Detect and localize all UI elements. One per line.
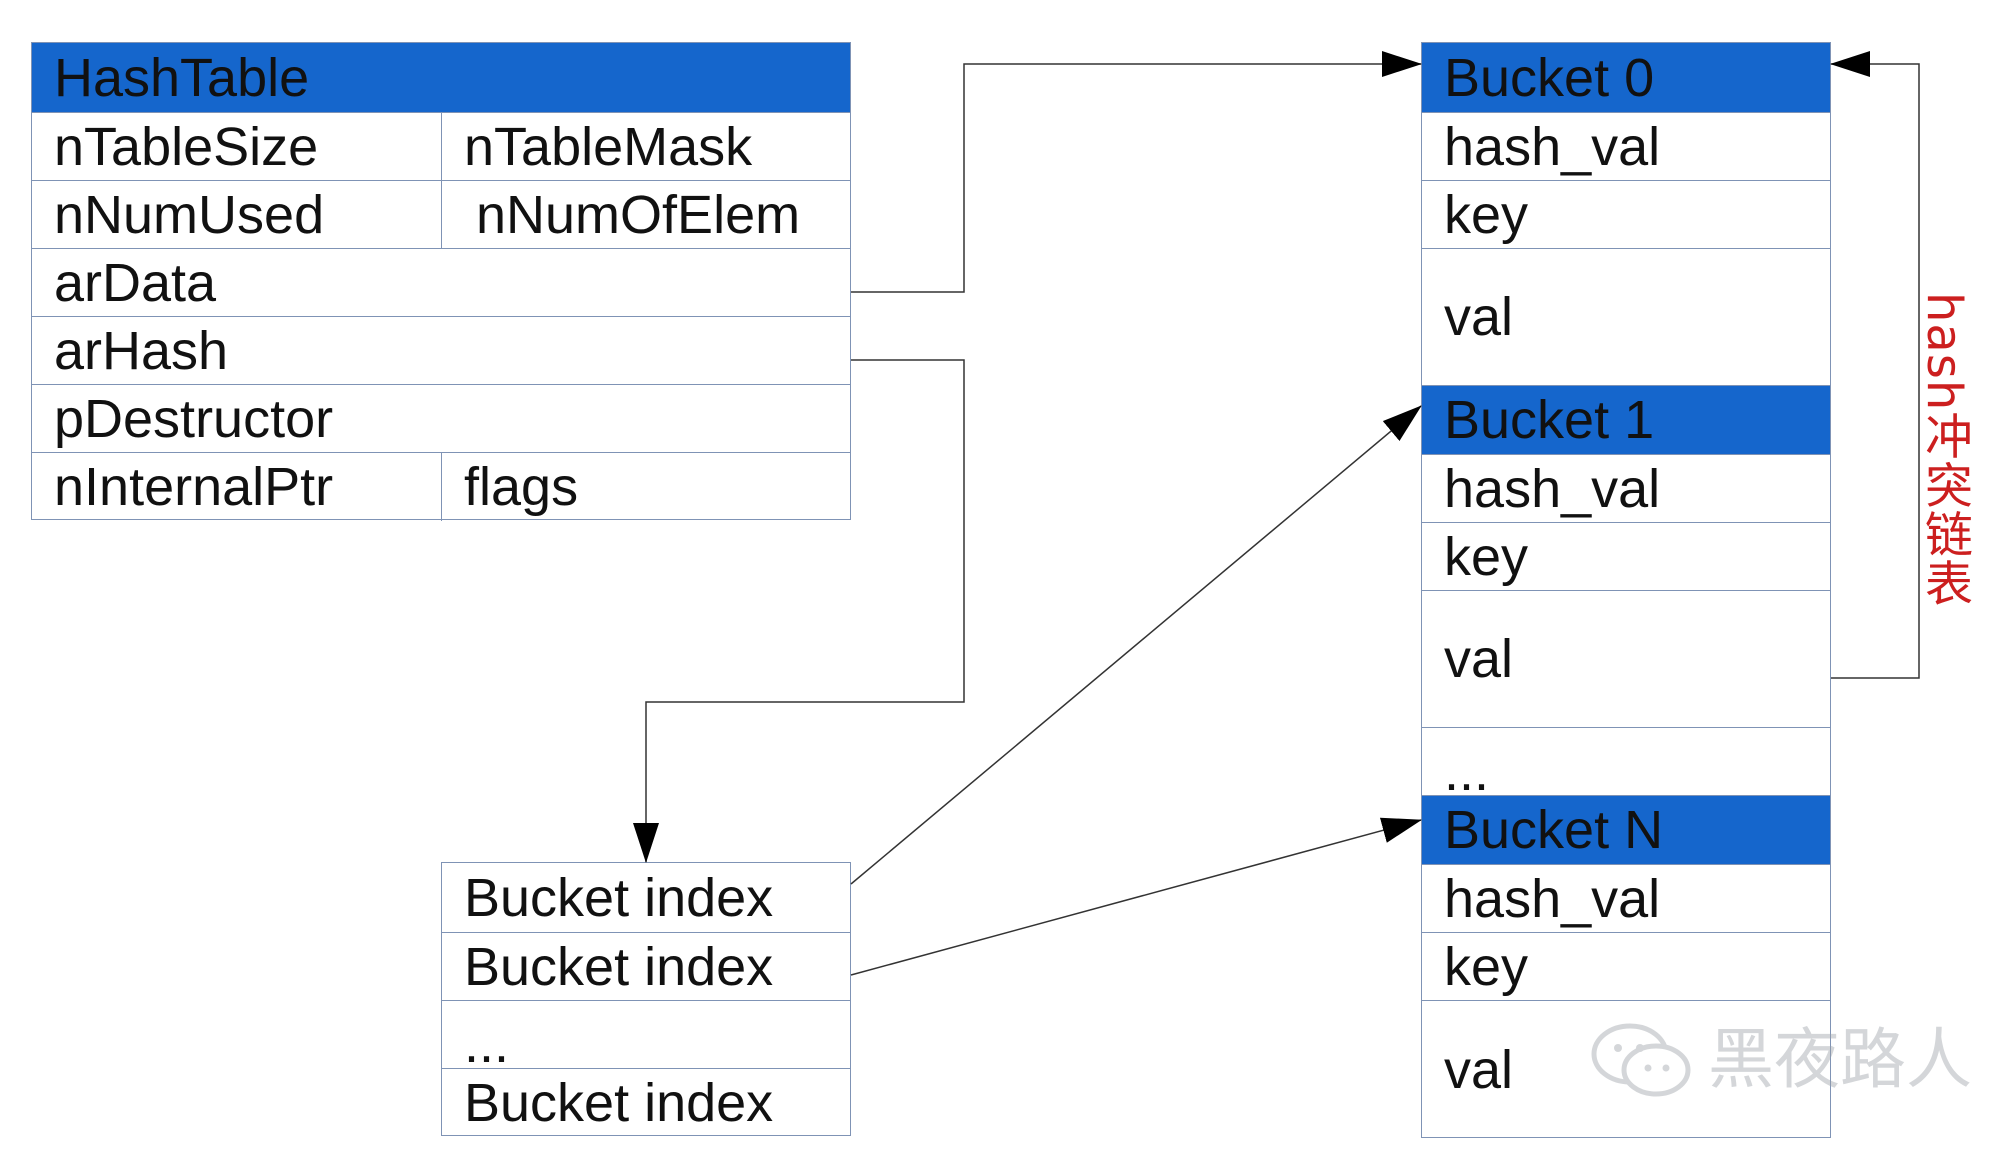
bucket-field-label: val [1444,1040,1514,1100]
bucket-field-label: key [1444,936,1529,997]
index-row-ellipsis: ... [442,1000,850,1074]
bucket-field-label: key [1444,526,1529,587]
field-ntablemask: nTableMask [464,116,753,177]
index-to-bucket1-arrow [850,405,1422,885]
watermark-text: 黑夜路人 [1708,1021,1972,1098]
field-arhash: arHash [54,320,229,381]
bucket-1-key: key [1422,522,1830,590]
hashtable-row-pdestructor: pDestructor [32,384,850,452]
bucket-array: Bucket 0 hash_val key val Bucket 1 hash_… [1421,42,1831,1138]
bucket-1-header: Bucket 1 [1422,385,1830,454]
bucket-n-hash-val: hash_val [1422,864,1830,932]
bucket-0-key: key [1422,180,1830,248]
watermark: 黑夜路人 [1588,1020,1972,1100]
bucket-0-title: Bucket 0 [1444,47,1655,108]
ardata-to-bucket0-arrow [851,51,1422,293]
bucket-1-title: Bucket 1 [1444,390,1655,450]
arhash-to-index-arrow [633,359,965,863]
field-flags: flags [464,457,579,517]
field-ardata: arData [54,252,217,313]
index-label: Bucket index [464,867,774,928]
wechat-icon [1591,1023,1691,1097]
hashtable-row-arhash: arHash [32,316,850,384]
index-row: Bucket index [442,932,850,1000]
field-nnumused: nNumUsed [54,184,325,245]
bucket-1-hash-val: hash_val [1422,454,1830,522]
bucket-field-label: hash_val [1444,458,1661,519]
collision-chain-arrow [1830,51,1920,679]
hashtable-struct: HashTable nTableSize nTableMask nNumUsed… [31,42,851,521]
column-divider-top [441,112,442,248]
index-ellipsis: ... [464,1013,510,1074]
index-to-bucketn-arrow [850,817,1422,976]
field-ntablesize: nTableSize [54,116,319,177]
bucket-0-val: val [1422,248,1830,385]
bucket-ellipsis-row: ... [1422,727,1830,799]
collision-chain-label: hash冲突链表 [1916,292,1972,608]
bucket-n-header: Bucket N [1422,795,1830,864]
hashtable-row-ardata: arData [32,248,850,316]
hashtable-row-ninternalptr: nInternalPtr flags [32,452,850,521]
bucket-n-key: key [1422,932,1830,1000]
bucket-field-label: hash_val [1444,116,1661,177]
bucket-n-title: Bucket N [1444,800,1664,860]
bucket-field-label: hash_val [1444,868,1661,929]
bucket-ellipsis: ... [1444,741,1490,802]
index-label: Bucket index [464,936,774,997]
hashtable-row-size: nTableSize nTableMask [32,112,850,180]
field-nnumofelem: nNumOfElem [476,184,801,245]
bucket-field-label: key [1444,184,1529,245]
bucket-field-label: val [1444,629,1514,689]
index-label: Bucket index [464,1073,774,1133]
bucket-0-header: Bucket 0 [1422,43,1830,112]
hashtable-title: HashTable [54,47,310,108]
index-row: Bucket index [442,1068,850,1137]
index-row: Bucket index [442,863,850,932]
bucket-0-hash-val: hash_val [1422,112,1830,180]
bucket-field-label: val [1444,287,1514,347]
bucket-1-val: val [1422,590,1830,727]
hashtable-header: HashTable [32,43,850,112]
bucket-index-array: Bucket index Bucket index ... Bucket ind… [441,862,851,1136]
column-divider-bottom [441,452,442,521]
bucket-n-val: val [1422,1000,1830,1139]
field-ninternalptr: nInternalPtr [54,457,334,517]
field-pdestructor: pDestructor [54,388,334,449]
hashtable-row-used: nNumUsed nNumOfElem [32,180,850,248]
